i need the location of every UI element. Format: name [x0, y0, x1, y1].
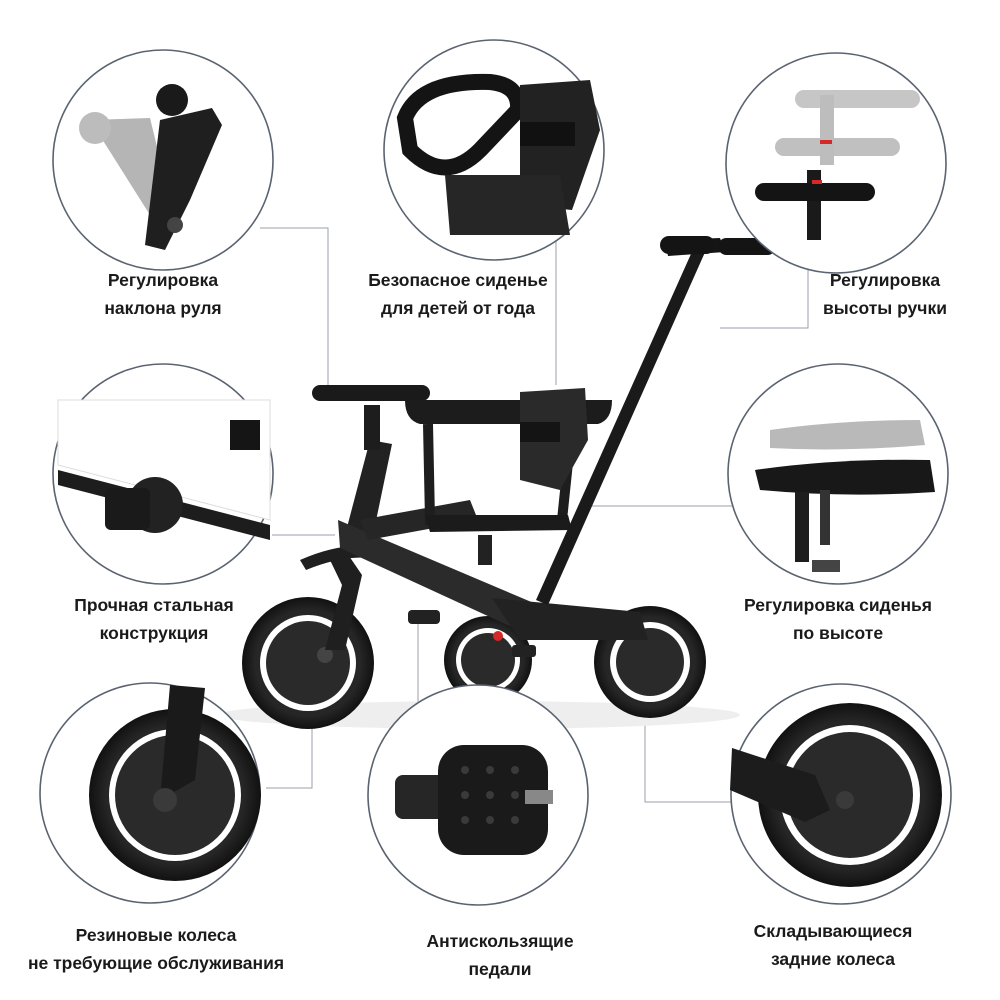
leader-rubber-wheels	[266, 728, 313, 789]
detail-rubber-wheels	[39, 682, 261, 904]
detail-handle-height	[725, 52, 947, 274]
label-anti-slip-pedals: Антискользящие педали	[426, 931, 574, 979]
detail-steel-frame	[52, 363, 274, 585]
detail-seat-height	[727, 363, 949, 585]
detail-folding-rear-wheels	[730, 683, 952, 905]
label-steel-frame: Прочная стальная конструкция	[74, 595, 234, 643]
label-rubber-wheels: Резиновые колеса не требующие обслуживан…	[27, 925, 285, 973]
label-folding-rear-wheels: Складывающиеся задние колеса	[753, 921, 913, 969]
middle-wheel	[444, 616, 532, 704]
leader-handlebar-tilt	[260, 227, 329, 390]
label-handlebar-tilt: Регулировка наклона руля	[104, 270, 222, 318]
detail-anti-slip-pedals	[367, 684, 589, 906]
detail-handlebar-tilt	[52, 49, 274, 271]
leader-folding-rear-wheels	[644, 710, 762, 803]
label-seat-height: Регулировка сиденья по высоте	[744, 595, 932, 643]
label-safe-seat: Безопасное сиденье для детей от года	[368, 270, 548, 318]
tricycle-illustration	[220, 236, 776, 729]
label-handle-height: Регулировка высоты ручки	[823, 270, 947, 318]
detail-safe-seat	[383, 39, 605, 261]
